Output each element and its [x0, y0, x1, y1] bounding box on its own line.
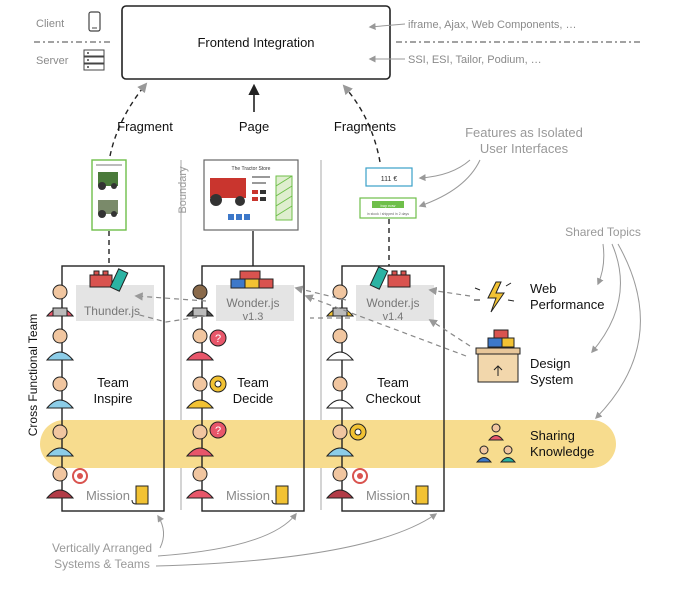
vertical-note-arrow-2 — [157, 512, 297, 557]
mock-page-title: The Tractor Store — [232, 166, 271, 172]
server-tech-list: SSI, ESI, Tailor, Podium, … — [408, 54, 542, 66]
fragment-arrow — [109, 82, 148, 157]
features-note-line2: User Interfaces — [480, 141, 569, 156]
shared-topics-arrow-3 — [595, 243, 641, 420]
lego-brick-icon — [369, 266, 411, 290]
design-system-to-decide-arrow — [304, 294, 467, 357]
shared-topics-arrow-2 — [591, 243, 621, 354]
team-inspire-name-1: Team — [97, 375, 129, 390]
people-share-icon — [475, 423, 517, 463]
checkout-lib-version: v1.4 — [383, 311, 404, 323]
team-decide-name-2: Decide — [233, 391, 273, 406]
decide-mission-label: Mission — [226, 488, 270, 503]
fragment-label: Fragment — [117, 119, 173, 134]
boundary-label: Boundary — [177, 166, 189, 214]
mock-buy-button: buy now — [381, 203, 396, 208]
box-icon — [475, 329, 521, 383]
sharing-knowledge-line1: Sharing — [530, 428, 575, 443]
decide-lib-label: Wonder.js — [226, 296, 279, 310]
server-rack-icon — [83, 49, 105, 71]
web-performance-line2: Performance — [530, 297, 604, 312]
gear-badge-icon — [349, 423, 367, 441]
inspire-lib-label: Thunder.js — [84, 304, 140, 318]
svg-text:?: ? — [215, 425, 221, 437]
frontend-integration-title: Frontend Integration — [197, 35, 314, 50]
inspire-fragment-thumbnail — [91, 159, 127, 231]
team-checkout-members — [325, 284, 355, 499]
question-badge-icon: ? — [209, 329, 227, 347]
lightning-icon — [474, 281, 515, 313]
vertical-note-arrow-3 — [155, 513, 438, 567]
features-arrow-2 — [418, 159, 481, 208]
decide-link — [135, 313, 207, 323]
gear-badge-icon — [209, 375, 227, 393]
design-system-line1: Design — [530, 356, 570, 371]
smartphone-icon — [88, 11, 101, 32]
sharing-knowledge-band — [40, 420, 616, 468]
scroll-icon — [411, 485, 429, 505]
features-note-line1: Features as Isolated — [465, 125, 583, 140]
svg-text:?: ? — [215, 333, 221, 345]
team-decide-name-1: Team — [237, 375, 269, 390]
inspire-mission-label: Mission — [86, 488, 130, 503]
mock-price-fragment: 111 € — [381, 176, 398, 183]
scroll-icon — [271, 485, 289, 505]
decide-to-inspire-share-arrow — [134, 292, 207, 302]
fragments-label: Fragments — [334, 119, 397, 134]
lego-brick-icon — [89, 268, 129, 292]
client-tech-arrow — [368, 23, 406, 31]
target-icon — [352, 468, 368, 484]
cross-functional-team-label: Cross Functional Team — [26, 314, 40, 437]
web-performance-line1: Web — [530, 281, 557, 296]
fragments-arrow — [342, 84, 381, 163]
vertical-note-arrow-1 — [157, 514, 164, 549]
decide-page-thumbnail: The Tractor Store — [203, 159, 299, 231]
sharing-knowledge-line2: Knowledge — [530, 444, 594, 459]
client-label: Client — [36, 18, 64, 30]
design-system-line2: System — [530, 372, 573, 387]
shared-topics-arrow-1 — [597, 243, 605, 286]
target-icon — [72, 468, 88, 484]
vertical-note-line1: Vertically Arranged — [52, 541, 152, 555]
team-decide-members — [185, 284, 215, 499]
team-inspire-box — [61, 265, 165, 512]
features-arrow-1 — [418, 159, 471, 182]
checkout-lib-label: Wonder.js — [366, 296, 419, 310]
question-badge-icon: ? — [209, 421, 227, 439]
team-checkout-name-1: Team — [377, 375, 409, 390]
client-tech-list: iframe, Ajax, Web Components, … — [408, 19, 577, 31]
server-label: Server — [36, 55, 69, 67]
vertical-note-line2: Systems & Teams — [54, 557, 150, 571]
lego-brick-icon — [230, 270, 274, 289]
shared-topics-label: Shared Topics — [565, 225, 641, 239]
frontend-integration-box — [121, 5, 391, 80]
scroll-icon — [131, 485, 149, 505]
team-checkout-box — [341, 265, 445, 512]
team-inspire-members — [45, 284, 75, 499]
team-checkout-name-2: Checkout — [366, 391, 421, 406]
checkout-fragment-thumbnails: 111 € buy now in stock / shipped in 2 da… — [359, 167, 417, 219]
checkout-mission-label: Mission — [366, 488, 410, 503]
performance-to-checkout-arrow — [428, 286, 471, 297]
page-label: Page — [239, 119, 269, 134]
decide-lib-version: v1.3 — [243, 311, 264, 323]
team-inspire-name-2: Inspire — [93, 391, 132, 406]
mock-buy-note: in stock / shipped in 2 days — [367, 212, 409, 216]
design-system-to-checkout-arrow — [428, 319, 471, 347]
